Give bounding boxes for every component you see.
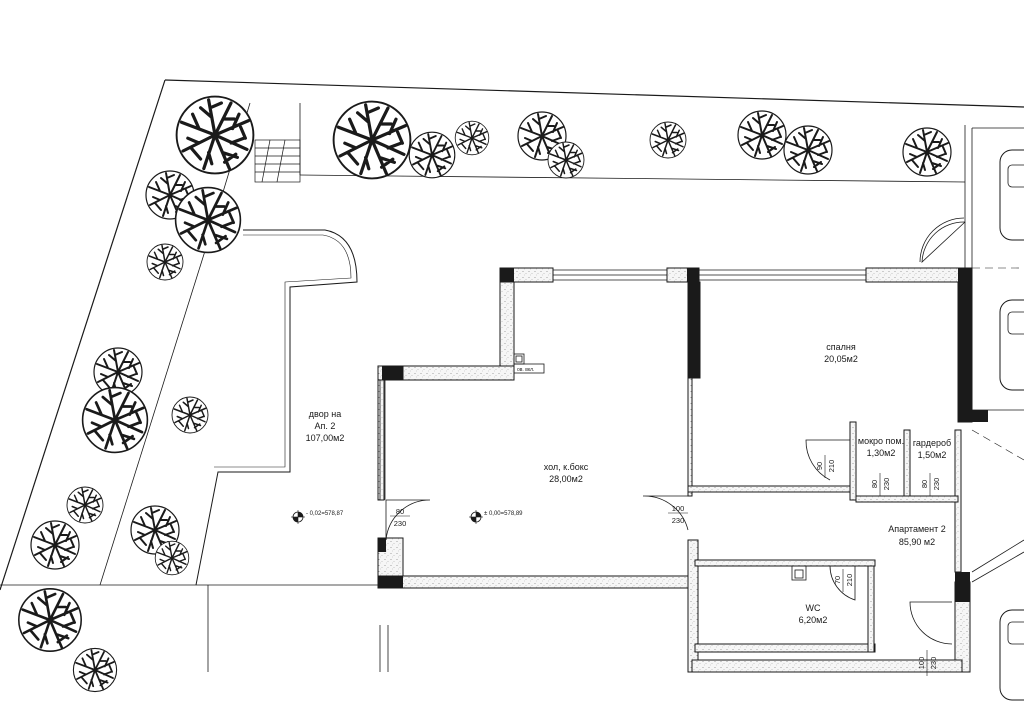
- door-wet-room-width: 80: [870, 480, 879, 488]
- windows: [379, 269, 866, 672]
- door-corridor-height: 230: [929, 657, 938, 670]
- door-corridor-width: 100: [917, 657, 926, 670]
- level-marker-icon: [290, 509, 306, 525]
- tree-icon: [146, 243, 184, 281]
- door-terrace-height: 230: [394, 519, 407, 528]
- door-wet-room-height: 230: [882, 478, 891, 491]
- wall-ends: [378, 268, 988, 602]
- tree-icon: [783, 125, 833, 175]
- yard-area: 107,00м2: [306, 433, 345, 443]
- door-wc-width: 70: [833, 576, 842, 584]
- car-icon: [999, 609, 1024, 701]
- wet-room-name: мокро пом.: [858, 436, 904, 446]
- parking: [964, 127, 1024, 701]
- tree-icon: [66, 486, 104, 524]
- bedroom-name: спалня: [826, 342, 856, 352]
- wardrobe-name: гардероб: [913, 438, 951, 448]
- door-wardrobe-width: 80: [920, 480, 929, 488]
- bedroom-area: 20,05м2: [824, 354, 858, 364]
- tree-icon: [547, 141, 585, 179]
- wc-area: 6,20м2: [799, 615, 828, 625]
- tree-icon: [175, 94, 255, 175]
- room-labels: двор на Ап. 2 107,00м2 хол, к.бокс 28,00…: [306, 342, 952, 625]
- tree-icon: [332, 99, 412, 180]
- door-living-width: 100: [672, 504, 685, 513]
- yard-level: - 0,02=578,87: [306, 511, 344, 517]
- fixtures: [513, 353, 807, 581]
- living-room-area: 28,00м2: [549, 474, 583, 484]
- yard-label-line2: Ап. 2: [315, 421, 336, 431]
- tree-icon: [171, 396, 209, 434]
- tree-icon: [737, 110, 787, 160]
- tree-icon: [81, 386, 149, 454]
- tree-icon: [17, 587, 83, 653]
- apartment-area: 85,90 м2: [899, 537, 935, 547]
- door-dimensions: 80 230 100 230 90 210 80 230 80 230 70 2…: [390, 455, 941, 676]
- site-boundary: [0, 79, 1024, 672]
- yard-label-line1: двор на: [309, 409, 341, 419]
- garden-steps: [254, 139, 301, 183]
- duct-label: ов. вкл.: [517, 367, 534, 373]
- wet-room-area: 1,30м2: [867, 448, 896, 458]
- yard-outline-inner: [214, 234, 352, 468]
- door-bedroom-width: 90: [815, 462, 824, 470]
- door-living-height: 230: [672, 516, 685, 525]
- apartment-name: Апартамент 2: [888, 524, 946, 534]
- car-icon: [999, 299, 1024, 391]
- wc-name: WC: [806, 603, 821, 613]
- tree-icon: [649, 121, 687, 159]
- door-terrace-width: 80: [396, 507, 404, 516]
- living-level: ± 0,00=578,89: [484, 511, 523, 517]
- door-bedroom-height: 210: [827, 460, 836, 473]
- yard-outline: [195, 229, 358, 586]
- door-wardrobe-height: 230: [932, 478, 941, 491]
- living-room-name: хол, к.бокс: [544, 462, 589, 472]
- tree-icon: [30, 520, 80, 570]
- car-icon: [999, 149, 1024, 241]
- door-wc-height: 210: [845, 574, 854, 587]
- tree-icon: [72, 647, 118, 693]
- tree-icon: [408, 131, 456, 179]
- walls: [377, 267, 973, 673]
- level-marker-icon: [468, 509, 484, 525]
- wardrobe-area: 1,50м2: [918, 450, 947, 460]
- tree-icon: [454, 120, 490, 156]
- tree-icon: [154, 540, 190, 576]
- tree-icon: [174, 186, 242, 254]
- tree-icon: [902, 127, 952, 177]
